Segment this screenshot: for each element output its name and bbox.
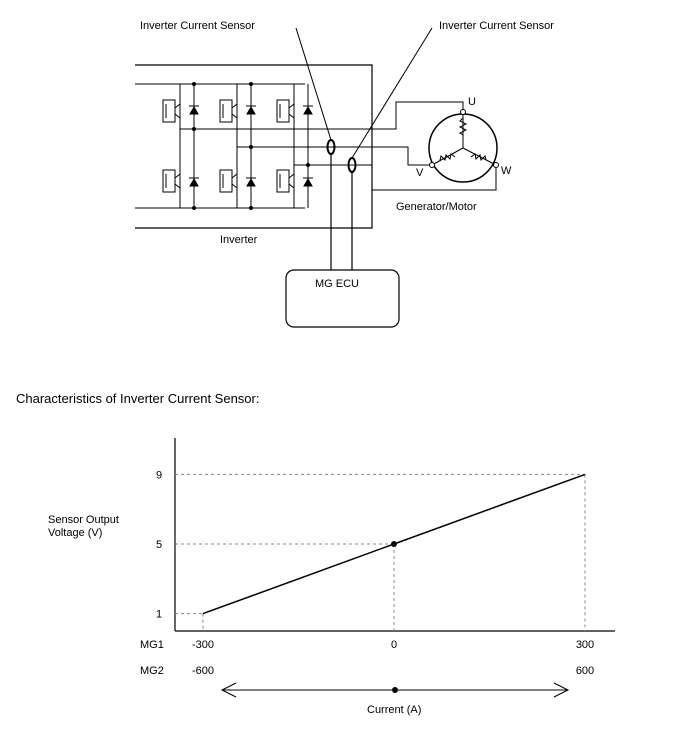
phase-v-label: V — [416, 167, 424, 179]
transistor-symbol — [162, 99, 181, 123]
phase-w-label: W — [501, 165, 512, 177]
diode-symbol — [189, 105, 313, 115]
transistor-symbol — [276, 169, 295, 193]
phase-u-line — [180, 101, 464, 130]
transistor-symbol — [219, 169, 238, 193]
chart-heading: Characteristics of Inverter Current Sens… — [16, 391, 259, 406]
transistor-symbol — [219, 99, 238, 123]
motor-symbol — [428, 109, 499, 183]
y-tick-label: 5 — [156, 539, 162, 551]
motor-label: Generator/Motor — [396, 201, 477, 213]
y-axis-label-line1: Sensor Output — [48, 514, 119, 526]
mg-ecu-box — [285, 269, 400, 328]
transistor-symbol — [276, 99, 295, 123]
transistor-symbol — [162, 169, 181, 193]
mg-ecu-label: MG ECU — [315, 278, 359, 290]
phase-lines — [180, 101, 497, 191]
inverter-label: Inverter — [220, 234, 258, 246]
circuit-diagram — [135, 27, 499, 328]
sensor-callout-right — [351, 27, 433, 159]
x-tick-label-mg1: -300 — [192, 639, 214, 651]
chart-plot: 1 5 9 -300 0 300 -600 600 — [156, 438, 615, 677]
row-label-mg1: MG1 — [140, 639, 164, 651]
current-direction-arrow — [220, 682, 570, 698]
diode-symbol — [189, 177, 313, 187]
x-tick-label-mg1: 0 — [391, 639, 397, 651]
x-axis-label: Current (A) — [367, 704, 421, 716]
x-tick-label-mg2: 600 — [576, 665, 594, 677]
sensor-label-left: Inverter Current Sensor — [140, 20, 255, 32]
y-tick-label: 9 — [156, 469, 162, 481]
phase-w-line — [294, 164, 497, 191]
row-label-mg2: MG2 — [140, 665, 164, 677]
phase-v-line — [237, 146, 432, 166]
y-axis-label-line2: Voltage (V) — [48, 527, 102, 539]
y-tick-label: 1 — [156, 609, 162, 621]
sensor-label-right: Inverter Current Sensor — [439, 20, 554, 32]
x-tick-label-mg2: -600 — [192, 665, 214, 677]
phase-u-label: U — [468, 96, 476, 108]
switch-legs — [162, 82, 313, 210]
x-tick-label-mg1: 300 — [576, 639, 594, 651]
sensor-callout-left — [295, 27, 332, 141]
data-point-marker — [391, 541, 397, 547]
